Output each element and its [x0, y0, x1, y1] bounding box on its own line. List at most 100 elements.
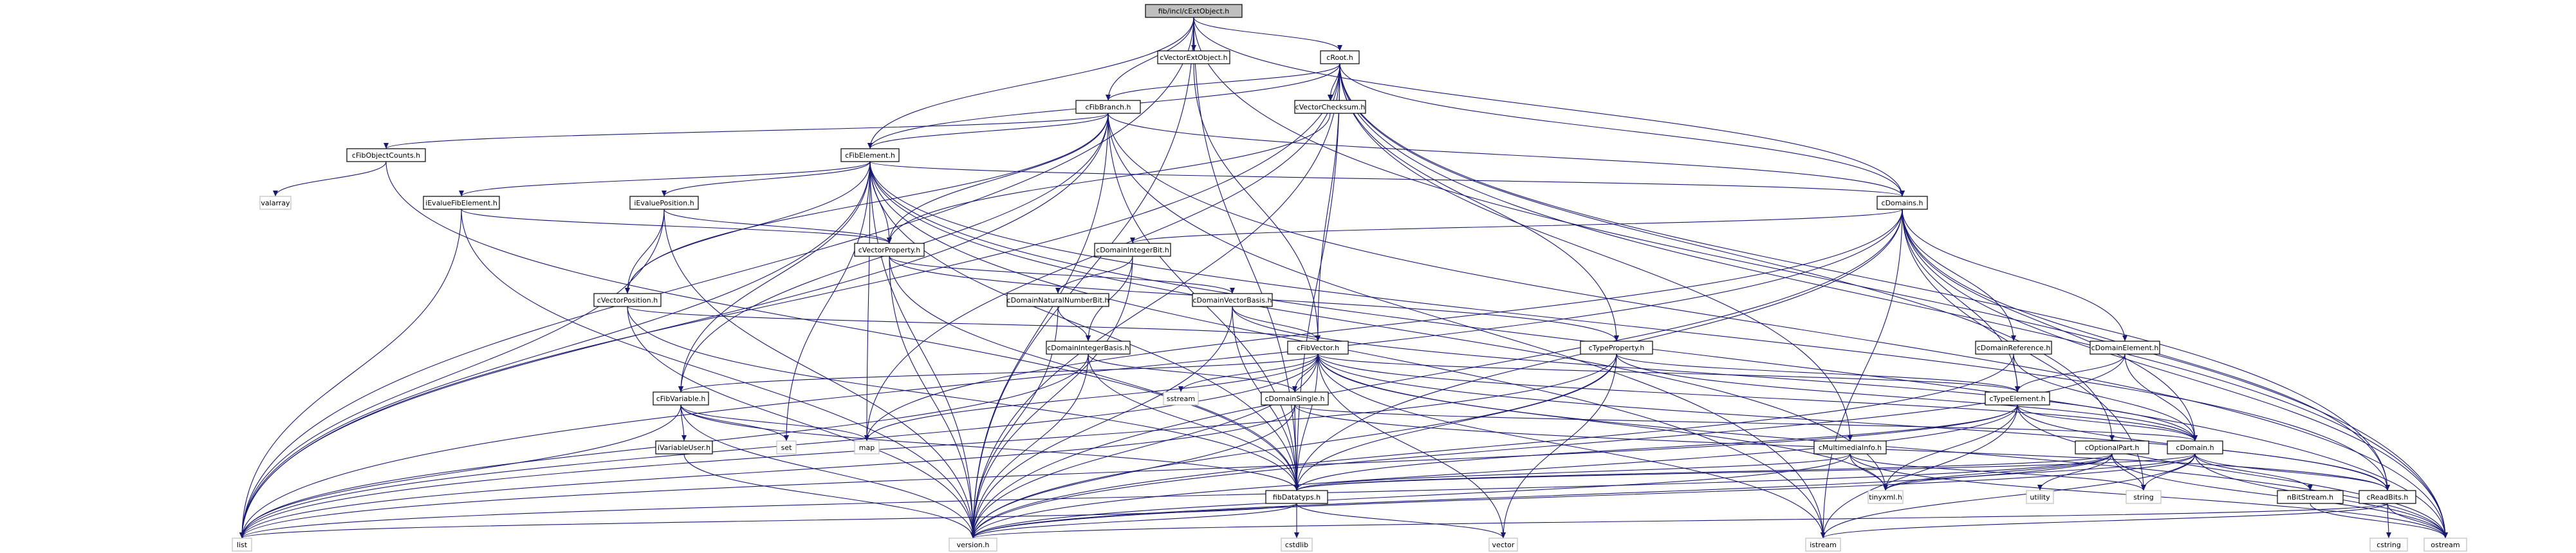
node-cTypeElement[interactable]: cTypeElement.h — [1985, 391, 2050, 406]
edge-iEvalueFibElement-to-version — [461, 209, 974, 539]
arrowhead-icon — [2011, 335, 2016, 341]
node-box — [629, 196, 699, 210]
node-cRoot[interactable]: cRoot.h — [1320, 50, 1360, 64]
node-cDomainElement[interactable]: cDomainElement.h — [2090, 341, 2160, 355]
node-cMultimediaInfo[interactable]: cMultimediaInfo.h — [1813, 440, 1887, 455]
node-iVariableUser[interactable]: iVariableUser.h — [655, 440, 713, 455]
edge-cDomain-to-istream — [1822, 453, 2196, 539]
edge-cDomains-to-istream — [1822, 209, 1903, 539]
node-label: cDomainIntegerBasis.h — [1047, 344, 1129, 352]
node-set: set — [776, 440, 797, 455]
node-box — [1261, 391, 1329, 406]
edge-cFibVector-to-fibDatatyps — [1296, 353, 1319, 491]
edge-cMultimediaInfo-to-fibDatatyps — [1296, 453, 1851, 491]
arrowhead-icon — [1900, 191, 1905, 196]
node-label: map — [859, 444, 875, 452]
node-box — [1046, 341, 1131, 355]
node-box — [1006, 293, 1109, 307]
arrowhead-icon — [970, 532, 976, 538]
node-cDomainReference[interactable]: cDomainReference.h — [1975, 341, 2052, 355]
edge-cFibVector-to-vector — [1317, 353, 1504, 539]
edge-cFibBranch-to-list — [241, 113, 1109, 539]
node-cDomainSingle[interactable]: cDomainSingle.h — [1261, 391, 1329, 406]
node-root[interactable]: fib/incl/cExtObject.h — [1145, 4, 1243, 18]
node-cFibVariable[interactable]: cFibVariable.h — [653, 391, 709, 406]
edge-root-to-cFibBranch — [1107, 17, 1194, 101]
node-cDomain[interactable]: cDomain.h — [2167, 440, 2223, 455]
node-cReadBits[interactable]: cReadBits.h — [2358, 490, 2416, 504]
node-box — [840, 148, 900, 162]
node-cFibBranch[interactable]: cFibBranch.h — [1075, 100, 1141, 114]
edge-cDomainSingle-to-fibDatatyps — [1294, 404, 1297, 491]
arrowhead-icon — [784, 435, 789, 441]
node-cDomains[interactable]: cDomains.h — [1876, 196, 1928, 210]
node-label: fib/incl/cExtObject.h — [1158, 7, 1230, 15]
node-label: cVectorExtObject.h — [1160, 53, 1227, 62]
arrowhead-icon — [2141, 485, 2146, 491]
node-iEvalueFibElement[interactable]: iEvalueFibElement.h — [423, 196, 500, 210]
node-label: cVectorPosition.h — [597, 296, 658, 305]
node-box — [2277, 490, 2344, 504]
node-cOptionalPart[interactable]: cOptionalPart.h — [2075, 440, 2149, 455]
edge-cFibElement-to-cReadBits — [869, 161, 2388, 491]
edge-cFibElement-to-version — [869, 161, 974, 539]
arrowhead-icon — [1130, 238, 1135, 243]
node-label: fibDatatyps.h — [1273, 493, 1320, 501]
node-istream: istream — [1805, 538, 1841, 552]
edge-root-to-cDomains — [1193, 17, 1903, 197]
edge-root-to-ostream — [1193, 17, 2446, 539]
node-box — [1294, 100, 1366, 114]
node-box — [1287, 341, 1349, 355]
arrowhead-icon — [678, 386, 683, 392]
arrowhead-icon — [864, 435, 869, 441]
edge-cFibBranch-to-cFibElement — [869, 113, 1109, 149]
edge-cDomainElement-to-cDomain — [2124, 353, 2196, 442]
node-label: tinyxml.h — [1869, 493, 1902, 501]
node-box — [1265, 490, 1328, 504]
node-cVectorChecksum[interactable]: cVectorChecksum.h — [1294, 100, 1366, 114]
node-nBitStream[interactable]: nBitStream.h — [2277, 490, 2344, 504]
arrowhead-icon — [1337, 45, 1342, 51]
node-box — [2423, 538, 2467, 552]
node-label: vector — [1492, 541, 1515, 549]
node-label: cFibVariable.h — [656, 395, 706, 403]
edge-cDomainReference-to-version — [972, 353, 2014, 539]
node-cDomainIntegerBit[interactable]: cDomainIntegerBit.h — [1094, 243, 1171, 257]
node-cFibObjectCounts[interactable]: cFibObjectCounts.h — [346, 148, 426, 162]
edge-cOptionalPart-to-list — [241, 453, 2113, 539]
node-box — [1320, 50, 1360, 64]
node-box — [1192, 293, 1273, 307]
node-box — [593, 293, 662, 307]
edge-cFibVariable-to-map — [680, 404, 867, 442]
node-cFibVector[interactable]: cFibVector.h — [1287, 341, 1349, 355]
edge-cFibVector-to-map — [866, 353, 1319, 442]
edge-cFibVariable-to-fibDatatyps — [680, 404, 1297, 491]
edge-cVectorExtObject-to-cFibVector — [1193, 63, 1319, 342]
arrowhead-icon — [1191, 45, 1196, 51]
node-label: ostream — [2431, 541, 2460, 549]
edge-cFibElement-to-ostream — [869, 161, 2446, 539]
edge-cDomain-to-nBitStream — [2194, 453, 2311, 491]
edge-cFibVector-to-version — [972, 353, 1319, 539]
node-cDomainNaturalNumberBit[interactable]: cDomainNaturalNumberBit.h — [1006, 293, 1109, 307]
node-string: string — [2126, 490, 2162, 504]
node-cTypeProperty[interactable]: cTypeProperty.h — [1580, 341, 1653, 355]
node-box — [1813, 440, 1887, 455]
node-cVectorPosition[interactable]: cVectorPosition.h — [593, 293, 662, 307]
node-box — [949, 538, 997, 552]
node-label: cVectorChecksum.h — [1295, 103, 1366, 111]
node-label: cRoot.h — [1326, 53, 1353, 62]
node-fibDatatyps[interactable]: fibDatatyps.h — [1265, 490, 1328, 504]
node-list: list — [232, 538, 252, 552]
node-cVectorProperty[interactable]: cVectorProperty.h — [854, 243, 925, 257]
edge-cVectorProperty-to-fibDatatyps — [889, 256, 1297, 491]
node-cVectorExtObject[interactable]: cVectorExtObject.h — [1157, 50, 1230, 64]
node-cFibElement[interactable]: cFibElement.h — [840, 148, 900, 162]
node-tinyxml: tinyxml.h — [1867, 490, 1904, 504]
edge-cFibBranch-to-cVectorPosition — [627, 113, 1109, 294]
node-cDomainVectorBasis[interactable]: cDomainVectorBasis.h — [1192, 293, 1273, 307]
edge-cDomains-to-cDomain — [1902, 209, 2196, 442]
node-iEvaluePosition[interactable]: iEvaluePosition.h — [629, 196, 699, 210]
node-label: cstdlib — [1285, 541, 1308, 549]
node-cDomainIntegerBasis[interactable]: cDomainIntegerBasis.h — [1046, 341, 1131, 355]
